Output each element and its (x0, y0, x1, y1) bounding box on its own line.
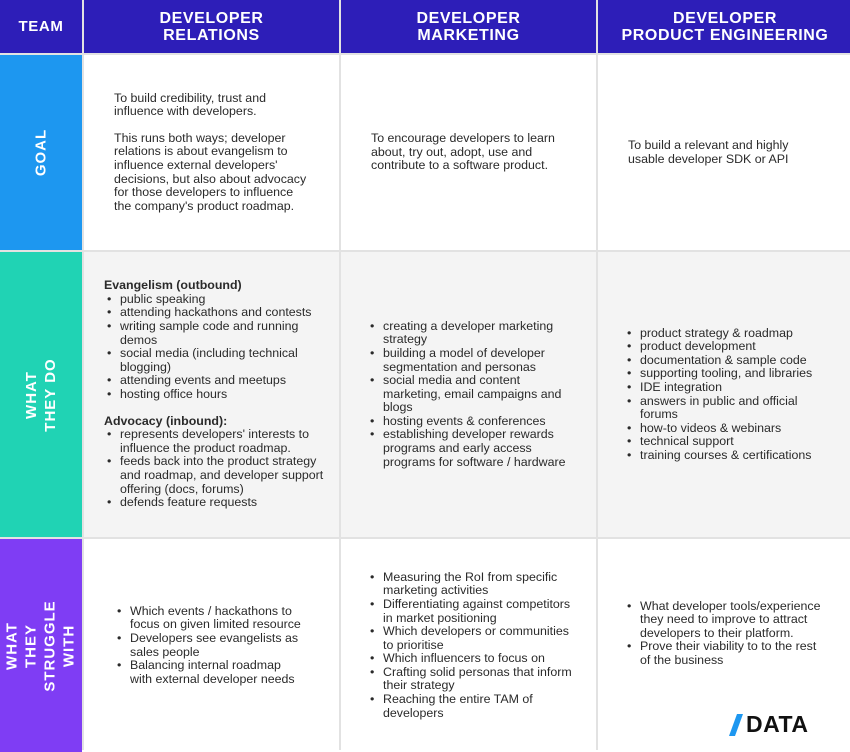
list-item: Developers see evangelists as sales peop… (117, 631, 305, 659)
header-col-3-label: DEVELOPER PRODUCT ENGINEERING (621, 9, 829, 44)
list-item: establishing developer rewards programs … (370, 428, 576, 469)
list-item: attending hackathons and contests (107, 306, 327, 320)
struggle-engineering-list: What developer tools/experience they nee… (624, 599, 828, 668)
list-item: documentation & sample code (627, 353, 828, 368)
list-item: technical support (627, 435, 828, 449)
goal-marketing-cell: To encourage developers to learn about, … (341, 55, 596, 250)
row-label-struggle: WHAT THEY STRUGGLE WITH (0, 539, 82, 752)
list-item: answers in public and official forums (627, 394, 828, 422)
advocacy-title: Advocacy (inbound): (104, 413, 228, 428)
evangelism-title: Evangelism (outbound) (104, 278, 242, 293)
list-item: hosting office hours (107, 387, 327, 402)
list-item: Which developers or communities to prior… (370, 624, 576, 652)
list-item: product strategy & roadmap (627, 326, 828, 341)
list-item: creating a developer marketing strategy (370, 319, 576, 347)
struggle-engineering-cell: What developer tools/experience they nee… (598, 539, 850, 752)
list-item: writing sample code and running demos (107, 319, 327, 347)
goal-relations-para-1: To build credibility, trust and influenc… (114, 90, 266, 119)
list-item: how-to videos & webinars (627, 421, 828, 436)
list-item: hosting events & conferences (370, 414, 576, 429)
list-item: public speaking (107, 292, 327, 307)
evangelism-list: public speaking attending hackathons and… (104, 292, 327, 402)
list-item: What developer tools/experience they nee… (627, 599, 828, 641)
header-developer-relations: DEVELOPER RELATIONS (84, 0, 339, 53)
what-marketing-cell: creating a developer marketing strategy … (341, 252, 596, 537)
header-developer-marketing: DEVELOPER MARKETING (341, 0, 596, 53)
row-label-struggle-text: WHAT THEY STRUGGLE WITH (4, 599, 78, 692)
header-team-label: TEAM (18, 18, 64, 35)
goal-engineering-text: To build a relevant and highly usable de… (628, 137, 789, 166)
goal-engineering-cell: To build a relevant and highly usable de… (598, 55, 850, 250)
list-item: attending events and meetups (107, 374, 327, 388)
row-label-goal-text: GOAL (32, 128, 50, 177)
list-item: Differentiating against competitors in m… (370, 597, 576, 625)
list-item: training courses & certifications (627, 448, 828, 463)
row-label-what-they-do: WHAT THEY DO (0, 252, 82, 537)
list-item: Balancing internal roadmap with external… (117, 658, 305, 686)
what-engineering-list: product strategy & roadmap product devel… (624, 326, 828, 463)
logo-wordmark: DATA (746, 710, 809, 737)
header-col-2-label: DEVELOPER MARKETING (416, 9, 521, 44)
list-item: Which influencers to focus on (370, 652, 576, 666)
header-developer-product-engineering: DEVELOPER PRODUCT ENGINEERING (598, 0, 850, 53)
list-item: Crafting solid personas that inform thei… (370, 665, 576, 693)
list-item: Reaching the entire TAM of developers (370, 692, 576, 720)
row-label-what-text: WHAT THEY DO (23, 357, 59, 432)
list-item: Prove their viability to to the rest of … (627, 639, 828, 667)
goal-marketing-text: To encourage developers to learn about, … (371, 131, 555, 173)
list-item: product development (627, 340, 828, 354)
list-item: social media (including technical bloggi… (107, 346, 327, 374)
row-label-goal: GOAL (0, 55, 82, 250)
list-item: represents developers' interests to infl… (107, 427, 327, 455)
data-logo: DATA (728, 709, 809, 739)
struggle-relations-cell: Which events / hackathons to focus on gi… (84, 539, 339, 752)
list-item: supporting tooling, and libraries (627, 367, 828, 381)
advocacy-list: represents developers' interests to infl… (104, 427, 327, 510)
struggle-marketing-list: Measuring the RoI from specific marketin… (367, 570, 576, 721)
what-engineering-cell: product strategy & roadmap product devel… (598, 252, 850, 537)
header-team: TEAM (0, 0, 82, 53)
list-item: IDE integration (627, 380, 828, 395)
list-item: building a model of developer segmentati… (370, 346, 576, 374)
list-item: defends feature requests (107, 496, 327, 510)
list-item: Measuring the RoI from specific marketin… (370, 570, 576, 598)
list-item: social media and content marketing, emai… (370, 373, 576, 415)
goal-relations-cell: To build credibility, trust and influenc… (84, 55, 339, 250)
what-relations-cell: Evangelism (outbound) public speaking at… (84, 252, 339, 537)
struggle-relations-list: Which events / hackathons to focus on gi… (114, 604, 305, 687)
goal-relations-para-2: This runs both ways; developer relations… (114, 130, 307, 213)
header-col-1-label: DEVELOPER RELATIONS (159, 9, 264, 44)
list-item: Which events / hackathons to focus on gi… (117, 604, 305, 632)
what-marketing-list: creating a developer marketing strategy … (367, 319, 576, 470)
list-item: feeds back into the product strategy and… (107, 455, 327, 496)
struggle-marketing-cell: Measuring the RoI from specific marketin… (341, 539, 596, 752)
